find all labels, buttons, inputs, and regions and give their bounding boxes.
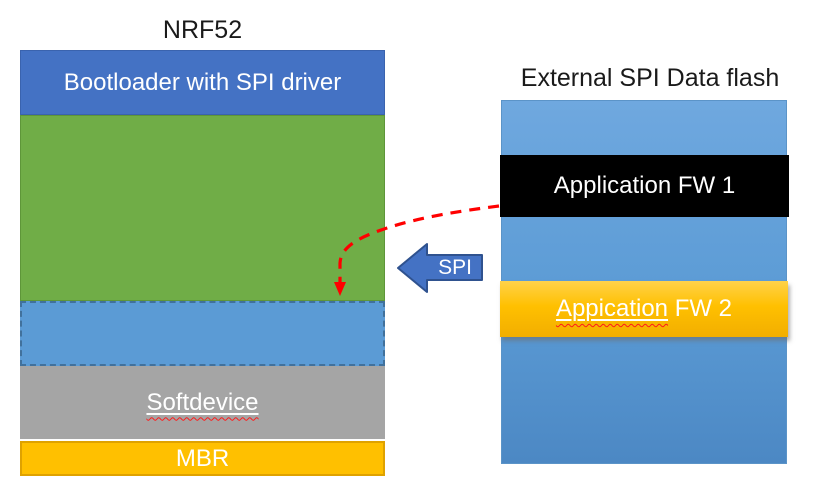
free-space-dashed-block [20, 301, 385, 366]
arrowhead-icon [334, 282, 346, 296]
nrf52-column: Bootloader with SPI driver Softdevice MB… [20, 50, 385, 476]
spi-arrow: SPI [396, 242, 484, 294]
application-fw2-block: Appication FW 2 [500, 281, 788, 337]
application-fw1-label: Application FW 1 [553, 172, 736, 199]
bootloader-block: Bootloader with SPI driver [20, 50, 385, 115]
external-flash-title: External SPI Data flash [520, 64, 780, 92]
transfer-dashed-arrow-icon [334, 204, 500, 296]
application-fw1-block: Application FW 1 [500, 155, 789, 217]
bootloader-label: Bootloader with SPI driver [63, 68, 342, 96]
mbr-label: MBR [175, 444, 230, 472]
spi-label: SPI [438, 255, 472, 279]
mbr-block: MBR [20, 441, 385, 476]
spi-arrow-icon [397, 243, 483, 293]
softdevice-label: Softdevice [146, 388, 259, 416]
application-fw2-label: Appication FW 2 [555, 295, 733, 322]
softdevice-block: Softdevice [20, 366, 385, 439]
nrf52-title: NRF52 [162, 16, 243, 44]
application-green-block [20, 115, 385, 301]
